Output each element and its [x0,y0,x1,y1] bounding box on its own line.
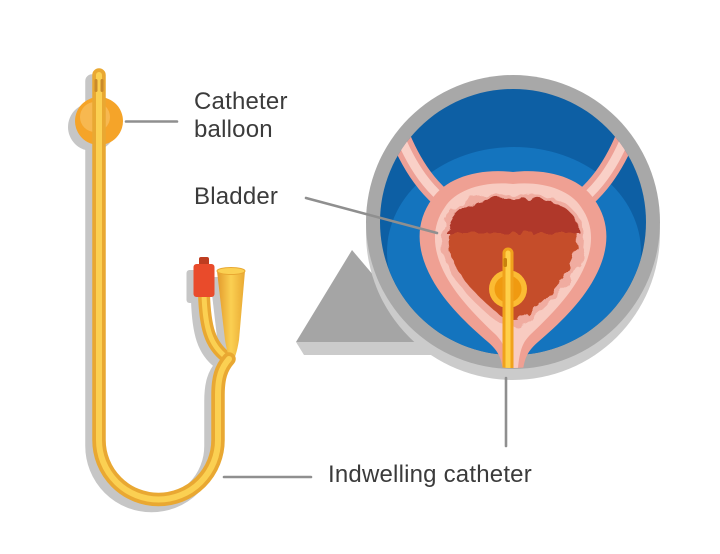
leader-lines [124,120,508,479]
drainage-eye-left [94,79,98,92]
indwelling-catheter-label: Indwelling catheter [328,461,532,488]
catheter-tube-highlight [96,72,232,503]
magnifier-tail-shadow [296,342,438,355]
drainage-funnel [217,271,245,363]
catheter-balloon-label: Catheter balloon [194,88,288,143]
magnifier-inset [296,75,660,380]
inset-tube-eye [503,258,507,267]
inflation-valve [193,264,215,297]
inset-catheter [489,247,527,368]
leader-line-bladder [304,196,439,235]
catheter-assembly [75,68,246,507]
bladder-label: Bladder [194,183,279,210]
inflation-branch-highlight [201,293,228,359]
funnel-rim [216,267,246,275]
branch-shadow [191,299,223,368]
drainage-eye-right [100,79,104,92]
